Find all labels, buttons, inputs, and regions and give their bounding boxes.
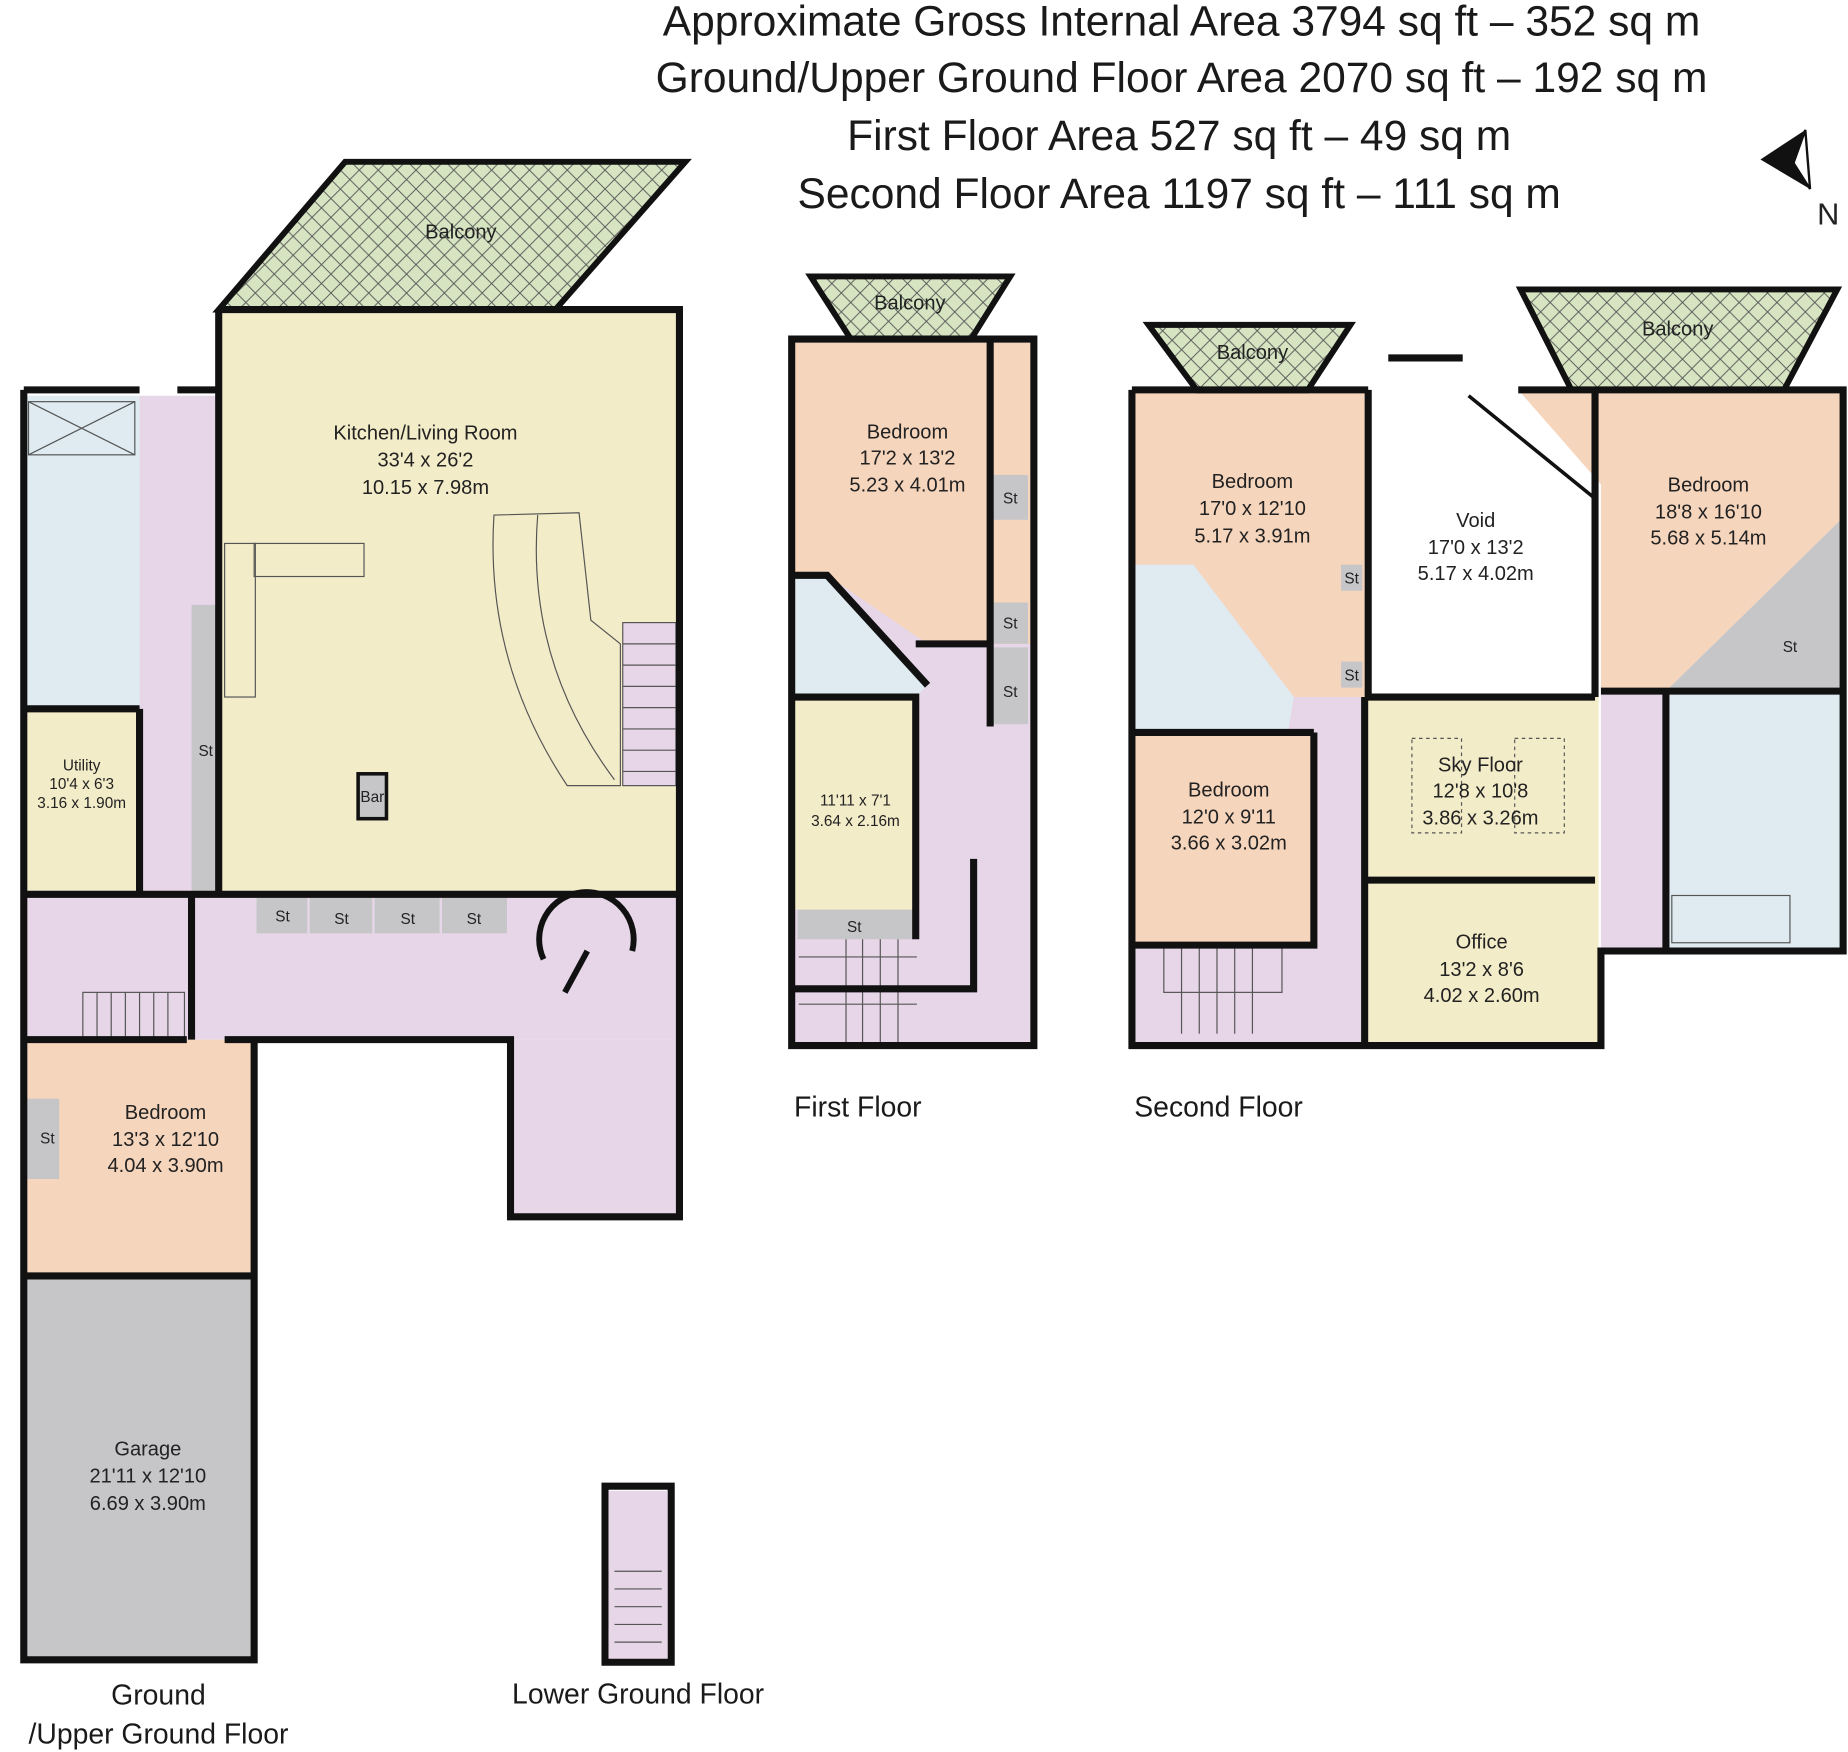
garage <box>23 1275 255 1660</box>
st-label: St <box>198 743 213 760</box>
balcony-label: Balcony <box>425 222 496 244</box>
void <box>1368 357 1596 698</box>
entrance-hall <box>510 1039 680 1215</box>
second-floor-label: Second Floor <box>1134 1091 1303 1123</box>
balcony-label: Balcony <box>1642 319 1713 341</box>
utility-dim-metric: 3.16 x 1.90m <box>37 795 126 812</box>
st-label: St <box>467 911 482 928</box>
utility-name: Utility <box>63 757 101 774</box>
st-label: St <box>334 911 349 928</box>
office-dim-imperial: 13'2 x 8'6 <box>1439 959 1524 981</box>
second-bedroom-2-dim-metric: 3.66 x 3.02m <box>1171 832 1287 854</box>
second-bathroom-2 <box>1665 691 1841 952</box>
first-floor-plan: Balcony St St St St Bedroom 17'2 x 13'2 … <box>788 273 1038 1123</box>
first-bedroom <box>794 342 1031 644</box>
storage-cupboard <box>191 604 219 895</box>
void-name: Void <box>1456 510 1495 532</box>
second-bedroom-3-name: Bedroom <box>1668 474 1749 496</box>
balcony-label: Balcony <box>874 293 945 315</box>
utility-dim-imperial: 10'4 x 6'3 <box>49 776 114 793</box>
area-summary: Approximate Gross Internal Area 3794 sq … <box>656 0 1708 218</box>
first-area-text: First Floor Area 527 sq ft – 49 sq m <box>847 112 1511 160</box>
sky-floor-office <box>1368 697 1599 1046</box>
st-label: St <box>1003 684 1018 701</box>
ground-area-text: Ground/Upper Ground Floor Area 2070 sq f… <box>656 54 1708 102</box>
storage-triangle <box>1665 519 1841 692</box>
second-bedroom-1-dim-imperial: 17'0 x 12'10 <box>1199 498 1306 520</box>
ground-floor-label: Ground <box>111 1680 206 1712</box>
first-bedroom-dim-imperial: 17'2 x 13'2 <box>860 447 956 469</box>
compass-icon: N <box>1760 129 1839 231</box>
second-bedroom-3 <box>1518 389 1841 692</box>
kitchen-living-room <box>218 313 680 895</box>
void-dim-imperial: 17'0 x 13'2 <box>1428 537 1524 559</box>
first-room-dim-metric: 3.64 x 2.16m <box>811 813 900 830</box>
ground-bedroom <box>23 1039 255 1276</box>
st-label: St <box>400 911 415 928</box>
ground-floor-plan: Balcony Bar St St St St St St Kitchen/Li… <box>20 158 764 1751</box>
storage-row: St St St St <box>256 897 507 934</box>
lower-ground-floor-label: Lower Ground Floor <box>512 1679 764 1711</box>
second-bathroom <box>1134 564 1294 733</box>
ground-bedroom-dim-metric: 4.04 x 3.90m <box>108 1155 224 1177</box>
ground-bedroom-dim-imperial: 13'3 x 12'10 <box>112 1129 219 1151</box>
kitchen-dim-imperial: 33'4 x 26'2 <box>378 450 474 472</box>
utility-room <box>23 708 140 895</box>
second-bedroom-1 <box>1134 393 1365 698</box>
st-label: St <box>1003 490 1018 507</box>
garage-name: Garage <box>114 1438 181 1460</box>
gross-area-text: Approximate Gross Internal Area 3794 sq … <box>663 0 1700 45</box>
garage-dim-imperial: 21'11 x 12'10 <box>89 1466 206 1488</box>
st-label: St <box>1344 571 1359 588</box>
compass-north-label: N <box>1817 196 1839 231</box>
sky-floor-name: Sky Floor <box>1438 754 1523 776</box>
second-area-text: Second Floor Area 1197 sq ft – 111 sq m <box>797 170 1560 218</box>
bar-label: Bar <box>360 789 384 806</box>
ground-bedroom-name: Bedroom <box>125 1102 206 1124</box>
first-bathroom <box>794 575 928 698</box>
st-label: St <box>847 919 862 936</box>
second-bedroom-3-dim-metric: 5.68 x 5.14m <box>1650 528 1766 550</box>
second-bedroom-1-dim-metric: 5.17 x 3.91m <box>1194 525 1310 547</box>
sky-floor-dim-imperial: 12'8 x 10'8 <box>1432 780 1528 802</box>
garage-dim-metric: 6.69 x 3.90m <box>90 1493 206 1515</box>
bar <box>356 772 389 821</box>
st-label: St <box>1344 667 1359 684</box>
office-name: Office <box>1456 932 1508 954</box>
void-dim-metric: 5.17 x 4.02m <box>1418 563 1534 585</box>
st-label: St <box>1003 615 1018 632</box>
second-bedroom-2 <box>1134 732 1314 946</box>
first-bedroom-name: Bedroom <box>867 421 948 443</box>
sky-floor-dim-metric: 3.86 x 3.26m <box>1422 808 1538 830</box>
st-label: St <box>1783 639 1798 656</box>
first-floor-label: First Floor <box>794 1091 922 1123</box>
balcony-label: Balcony <box>1217 342 1288 364</box>
kitchen-name: Kitchen/Living Room <box>333 422 517 444</box>
st-label: St <box>40 1131 55 1148</box>
st-label: St <box>275 908 290 925</box>
second-bedroom-3-dim-imperial: 18'8 x 16'10 <box>1655 502 1762 524</box>
office-dim-metric: 4.02 x 2.60m <box>1424 985 1540 1007</box>
staircase <box>622 622 677 787</box>
second-bedroom-1-name: Bedroom <box>1212 471 1293 493</box>
first-room <box>794 697 916 910</box>
kitchen-dim-metric: 10.15 x 7.98m <box>362 477 489 499</box>
first-room-dim-imperial: 11'11 x 7'1 <box>820 793 891 810</box>
ground-floor-label-2: /Upper Ground Floor <box>28 1719 288 1751</box>
second-floor-plan: Balcony Balcony St St St Bedroom 17'0 x … <box>1128 286 1847 1123</box>
second-bedroom-2-dim-imperial: 12'0 x 9'11 <box>1182 806 1276 828</box>
first-bedroom-dim-metric: 5.23 x 4.01m <box>849 474 965 496</box>
second-bedroom-2-name: Bedroom <box>1188 779 1269 801</box>
